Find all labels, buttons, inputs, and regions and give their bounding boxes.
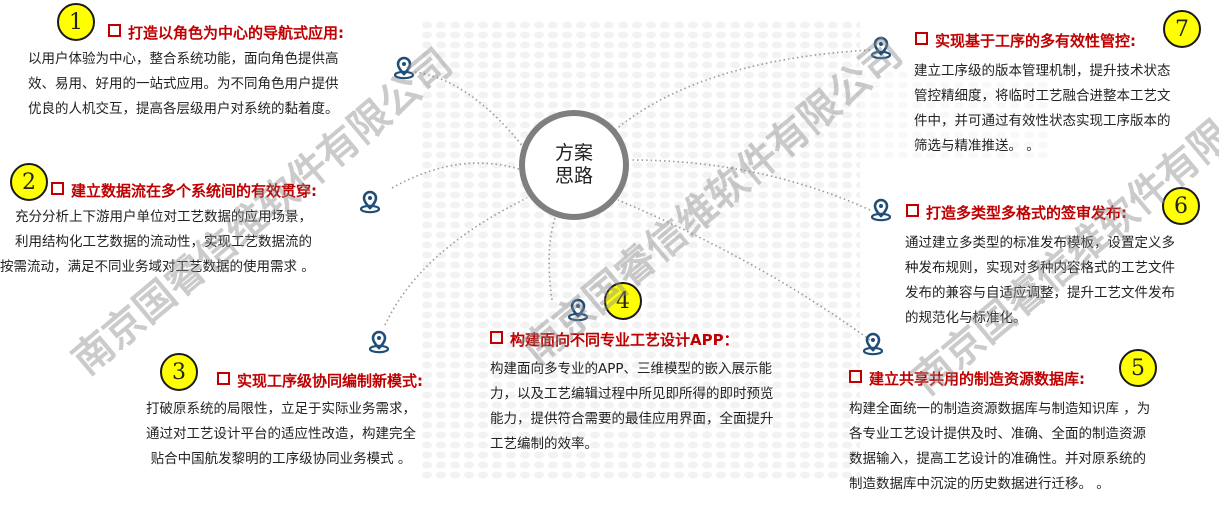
center-node: 方案 思路 — [519, 110, 629, 220]
item-5-title: 建立共享共用的制造资源数据库: — [849, 368, 1085, 389]
map-pin-icon — [870, 36, 892, 60]
item-4-description: 构建面向多专业的APP、三维模型的嵌入展示能 力，以及工艺编辑过程中所见即所得的… — [490, 361, 774, 452]
number-badge-5: 5 — [1119, 349, 1157, 387]
center-label-line1: 方案 — [554, 142, 593, 164]
item-1-title: 打造以角色为中心的导航式应用: — [108, 22, 344, 43]
connector-5 — [617, 199, 871, 341]
number-badge-6: 6 — [1162, 187, 1200, 225]
checkbox-bullet-icon — [915, 32, 928, 45]
number-badge-3: 3 — [160, 353, 198, 391]
item-6-title: 打造多类型多格式的签审发布: — [906, 202, 1127, 223]
item-2-title: 建立数据流在多个系统间的有效贯穿: — [51, 180, 317, 201]
map-pin-icon — [368, 330, 390, 354]
number-badge-7: 7 — [1163, 10, 1201, 48]
item-7-description: 建立工序级的版本管理机制，提升技术状态 管控精细度，将临时工艺融合进整本工艺文 … — [914, 63, 1171, 154]
number-badge-1: 1 — [57, 3, 95, 41]
item-3-title: 实现工序级协同编制新模式: — [217, 370, 423, 391]
checkbox-bullet-icon — [849, 370, 862, 383]
connector-1 — [414, 71, 525, 149]
item-1-description: 以用户体验为中心，整合系统功能，面向角色提供高 效、易用、好用的一站式应用。为不… — [28, 51, 339, 117]
connector-7 — [614, 49, 871, 131]
map-pin-icon — [393, 56, 415, 80]
map-pin-icon — [870, 198, 892, 222]
number-badge-2: 2 — [10, 163, 48, 201]
connector-2 — [391, 162, 523, 189]
item-4-title: 构建面向不同专业工艺设计APP： — [490, 329, 739, 350]
number-badge-4: 4 — [604, 282, 642, 320]
checkbox-bullet-icon — [108, 24, 121, 37]
connector-6 — [629, 159, 871, 211]
connector-3 — [384, 197, 528, 326]
map-pin-icon — [359, 190, 381, 214]
checkbox-bullet-icon — [490, 331, 503, 344]
map-pin-icon — [862, 332, 884, 356]
checkbox-bullet-icon — [217, 372, 230, 385]
checkbox-bullet-icon — [906, 204, 919, 217]
item-5-description: 构建全面统一的制造资源数据库与制造知识库 ，为 各专业工艺设计提供及时、准确、全… — [849, 401, 1151, 492]
item-6-description: 通过建立多类型的标准发布模板，设置定义多 种发布规则，实现对多种内容格式的工艺文… — [905, 235, 1175, 326]
checkbox-bullet-icon — [51, 182, 64, 195]
item-7-title: 实现基于工序的多有效性管控: — [915, 30, 1136, 51]
connector-4 — [548, 217, 556, 301]
map-pin-icon — [567, 298, 589, 322]
item-2-description: 充分分析上下游用户单位对工艺数据的应用场景， 利用结构化工艺数据的流动性，实现工… — [0, 209, 315, 275]
item-3-description: 打破原系统的局限性，立足于实际业务需求， 通过对工艺设计平台的适应性改造，构建完… — [146, 401, 416, 467]
center-label-line2: 思路 — [554, 165, 593, 187]
